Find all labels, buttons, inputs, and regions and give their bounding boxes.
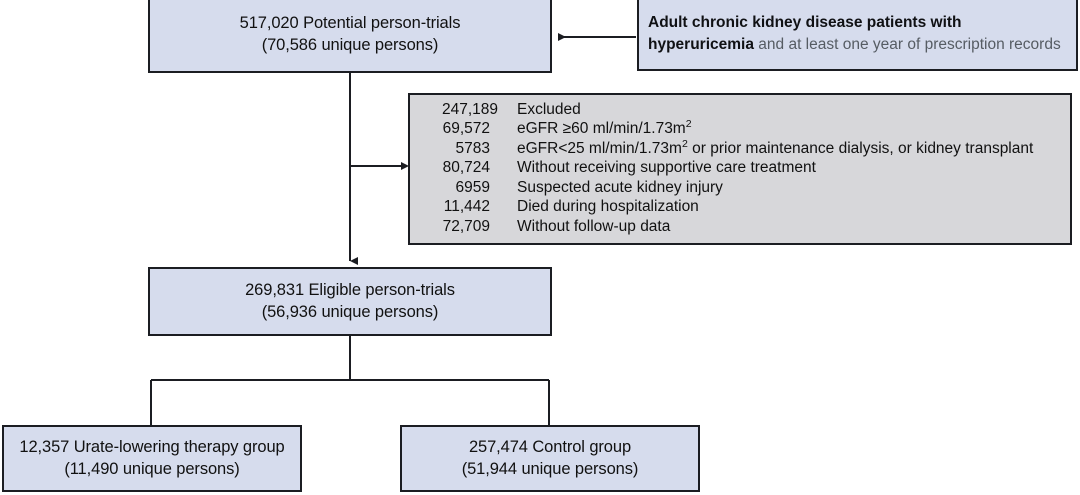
excluded-reason-count: 5783 <box>455 139 490 157</box>
node-urate-lowering-therapy-group: 12,357 Urate-lowering therapy group (11,… <box>2 425 302 492</box>
node-control-line2: (51,944 unique persons) <box>461 459 639 478</box>
node-potential-line1: 517,020 Potential person-trials <box>239 14 461 33</box>
excluded-reason-label: eGFR ≥60 ml/min/1.73m2 <box>517 118 692 138</box>
excluded-reason-count: 72,709 <box>442 217 490 235</box>
excluded-reason-label: Without receiving supportive care treatm… <box>517 159 816 177</box>
excluded-reason-label: Without follow-up data <box>517 217 671 235</box>
units-superscript: 2 <box>685 118 692 131</box>
excluded-reason-row: 5783 eGFR<25 ml/min/1.73m2 or prior maint… <box>420 137 1064 158</box>
excluded-reason-row: 80,724 Without receiving supportive care … <box>420 158 1064 177</box>
node-eligible-line2: (56,936 unique persons) <box>261 302 439 321</box>
node-excluded-reasons: 247,189 Excluded 69,572 eGFR ≥60 ml/min/1… <box>408 93 1072 245</box>
excluded-reason-label: Suspected acute kidney injury <box>517 178 723 196</box>
node-ult-line1: 12,357 Urate-lowering therapy group <box>19 438 285 457</box>
excluded-reason-count: 11,442 <box>443 198 490 216</box>
node-eligible-line1: 269,831 Eligible person-trials <box>245 281 455 300</box>
excluded-header-row: 247,189 Excluded <box>420 100 1064 119</box>
excluded-reason-count: 80,724 <box>442 159 490 177</box>
annotation-text: Adult chronic kidney disease patients wi… <box>648 12 1068 54</box>
node-potential-person-trials: 517,020 Potential person-trials (70,586 … <box>148 0 552 73</box>
excluded-reason-label: Died during hospitalization <box>517 198 699 216</box>
excluded-reason-row: 11,442 Died during hospitalization <box>420 197 1064 216</box>
excluded-reason-count: 69,572 <box>442 120 490 138</box>
node-eligible-person-trials: 269,831 Eligible person-trials (56,936 u… <box>148 267 552 336</box>
excluded-reason-count: 6959 <box>455 178 490 196</box>
annotation-strong-text: Adult chronic kidney disease patients wi… <box>648 14 962 53</box>
node-control-line1: 257,474 Control group <box>468 438 632 457</box>
excluded-reason-row: 6959 Suspected acute kidney injury <box>420 178 1064 197</box>
node-cohort-definition-annotation: Adult chronic kidney disease patients wi… <box>637 0 1078 71</box>
node-potential-line2: (70,586 unique persons) <box>261 35 439 54</box>
node-control-group: 257,474 Control group (51,944 unique per… <box>400 425 700 492</box>
excluded-total-count: 247,189 <box>441 101 498 118</box>
excluded-total-label: Excluded <box>517 101 581 118</box>
units-superscript: 2 <box>681 137 688 150</box>
excluded-reason-row: 69,572 eGFR ≥60 ml/min/1.73m2 <box>420 119 1064 138</box>
node-ult-line2: (11,490 unique persons) <box>64 459 240 478</box>
excluded-reason-row: 72,709 Without follow-up data <box>420 217 1064 236</box>
excluded-reason-label: eGFR<25 ml/min/1.73m2 or prior maintenan… <box>517 137 1034 157</box>
excluded-reason-list: 69,572 eGFR ≥60 ml/min/1.73m2 5783 eGFR<25 … <box>420 119 1064 236</box>
annotation-muted-text: and at least one year of prescription re… <box>753 35 1061 53</box>
